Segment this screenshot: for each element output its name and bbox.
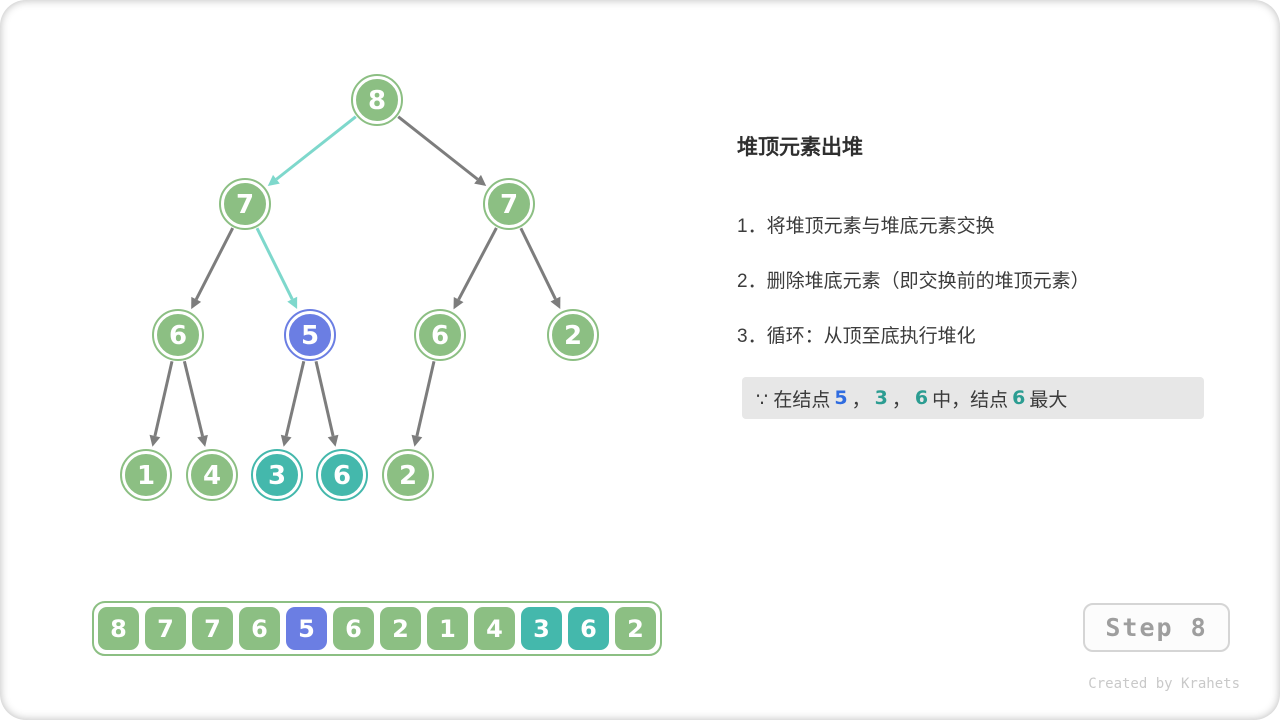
tree-edge [457, 227, 498, 301]
tree-node-value: 5 [301, 321, 319, 351]
credit-text: Created by Krahets [1088, 676, 1240, 692]
tree-node-value: 2 [399, 461, 417, 491]
tree-edge [284, 360, 306, 437]
note-number-teal: 6 [1012, 387, 1026, 409]
tree-edge [275, 115, 357, 181]
tree-node-value: 1 [137, 461, 155, 491]
tree-edge-arrowhead [267, 174, 280, 187]
tree-edge-arrowhead [327, 434, 339, 447]
array-cell: 8 [98, 607, 139, 650]
panel-title: 堆顶元素出堆 [737, 136, 863, 159]
tree-edge-arrowhead [453, 297, 464, 310]
array-cell: 2 [615, 607, 656, 650]
note-text: 中，结点 [932, 389, 1009, 411]
step-item-3: 3．循环：从顶至底执行堆化 [737, 326, 976, 347]
tree-edge-arrowhead [411, 434, 423, 447]
step-badge: Step 8 [1083, 603, 1230, 652]
tree-node: 6 [316, 449, 368, 501]
tree-node: 5 [284, 309, 336, 361]
tree-edge-arrowhead [287, 296, 298, 310]
tree-node-value: 6 [431, 321, 449, 351]
note-text: 最大 [1029, 389, 1068, 411]
tree-edge-arrowhead [197, 434, 208, 447]
tree-node: 3 [251, 449, 303, 501]
tree-edge [397, 115, 479, 181]
tree-edge [255, 227, 294, 300]
note-text: ∵ 在结点 [756, 389, 831, 411]
tree-node: 2 [382, 449, 434, 501]
array-cell: 6 [239, 607, 280, 650]
tree-node-value: 3 [268, 461, 286, 491]
tree-edge [153, 360, 174, 437]
tree-node-value: 6 [169, 321, 187, 351]
tree-node: 8 [351, 74, 403, 126]
step-item-2: 2．删除堆底元素（即交换前的堆顶元素） [737, 271, 1090, 292]
tree-node: 4 [186, 449, 238, 501]
note-number-teal: 6 [914, 387, 929, 409]
tree-node: 7 [483, 178, 535, 230]
tree-node: 7 [219, 178, 271, 230]
array-cell: 4 [474, 607, 515, 650]
tree-edge-arrowhead [149, 434, 161, 447]
array-cell: 7 [145, 607, 186, 650]
tree-node: 1 [120, 449, 172, 501]
note-number-blue: 5 [834, 387, 848, 409]
tree-node-value: 4 [203, 461, 221, 491]
tree-node-value: 2 [564, 321, 582, 351]
note-number-teal: 3 [874, 387, 888, 409]
array-cell: 1 [427, 607, 468, 650]
tree-edge [519, 227, 557, 300]
explanation-panel: 堆顶元素出堆 1．将堆顶元素与堆底元素交换 2．删除堆底元素（即交换前的堆顶元素… [737, 134, 1237, 419]
array-cell: 6 [333, 607, 374, 650]
tree-edge-arrowhead [280, 434, 292, 447]
step-item-1: 1．将堆顶元素与堆底元素交换 [737, 216, 995, 237]
tree-node: 6 [152, 309, 204, 361]
array-cell: 5 [286, 607, 327, 650]
heap-tree-diagram: 8 7 7 6 5 6 2 1 4 3 6 2 [120, 74, 599, 501]
tree-edge [182, 360, 205, 437]
array-cell: 7 [192, 607, 233, 650]
tree-node-value: 6 [333, 461, 351, 491]
tree-node: 6 [414, 309, 466, 361]
tree-edge-arrowhead [191, 296, 202, 310]
array-cell: 2 [380, 607, 421, 650]
note-text: ， [891, 389, 911, 411]
tree-edge [194, 227, 235, 301]
tree-node-value: 7 [500, 190, 518, 220]
note-text: ， [851, 389, 871, 411]
tree-edge-arrowhead [550, 296, 561, 309]
tree-edge-arrowhead [474, 174, 487, 187]
tree-edge [314, 360, 335, 437]
array-cell: 6 [568, 607, 609, 650]
tree-node-value: 8 [368, 86, 386, 116]
tree-edge [415, 360, 436, 437]
tree-node-value: 7 [236, 190, 254, 220]
tree-node: 2 [547, 309, 599, 361]
array-cell: 3 [521, 607, 562, 650]
